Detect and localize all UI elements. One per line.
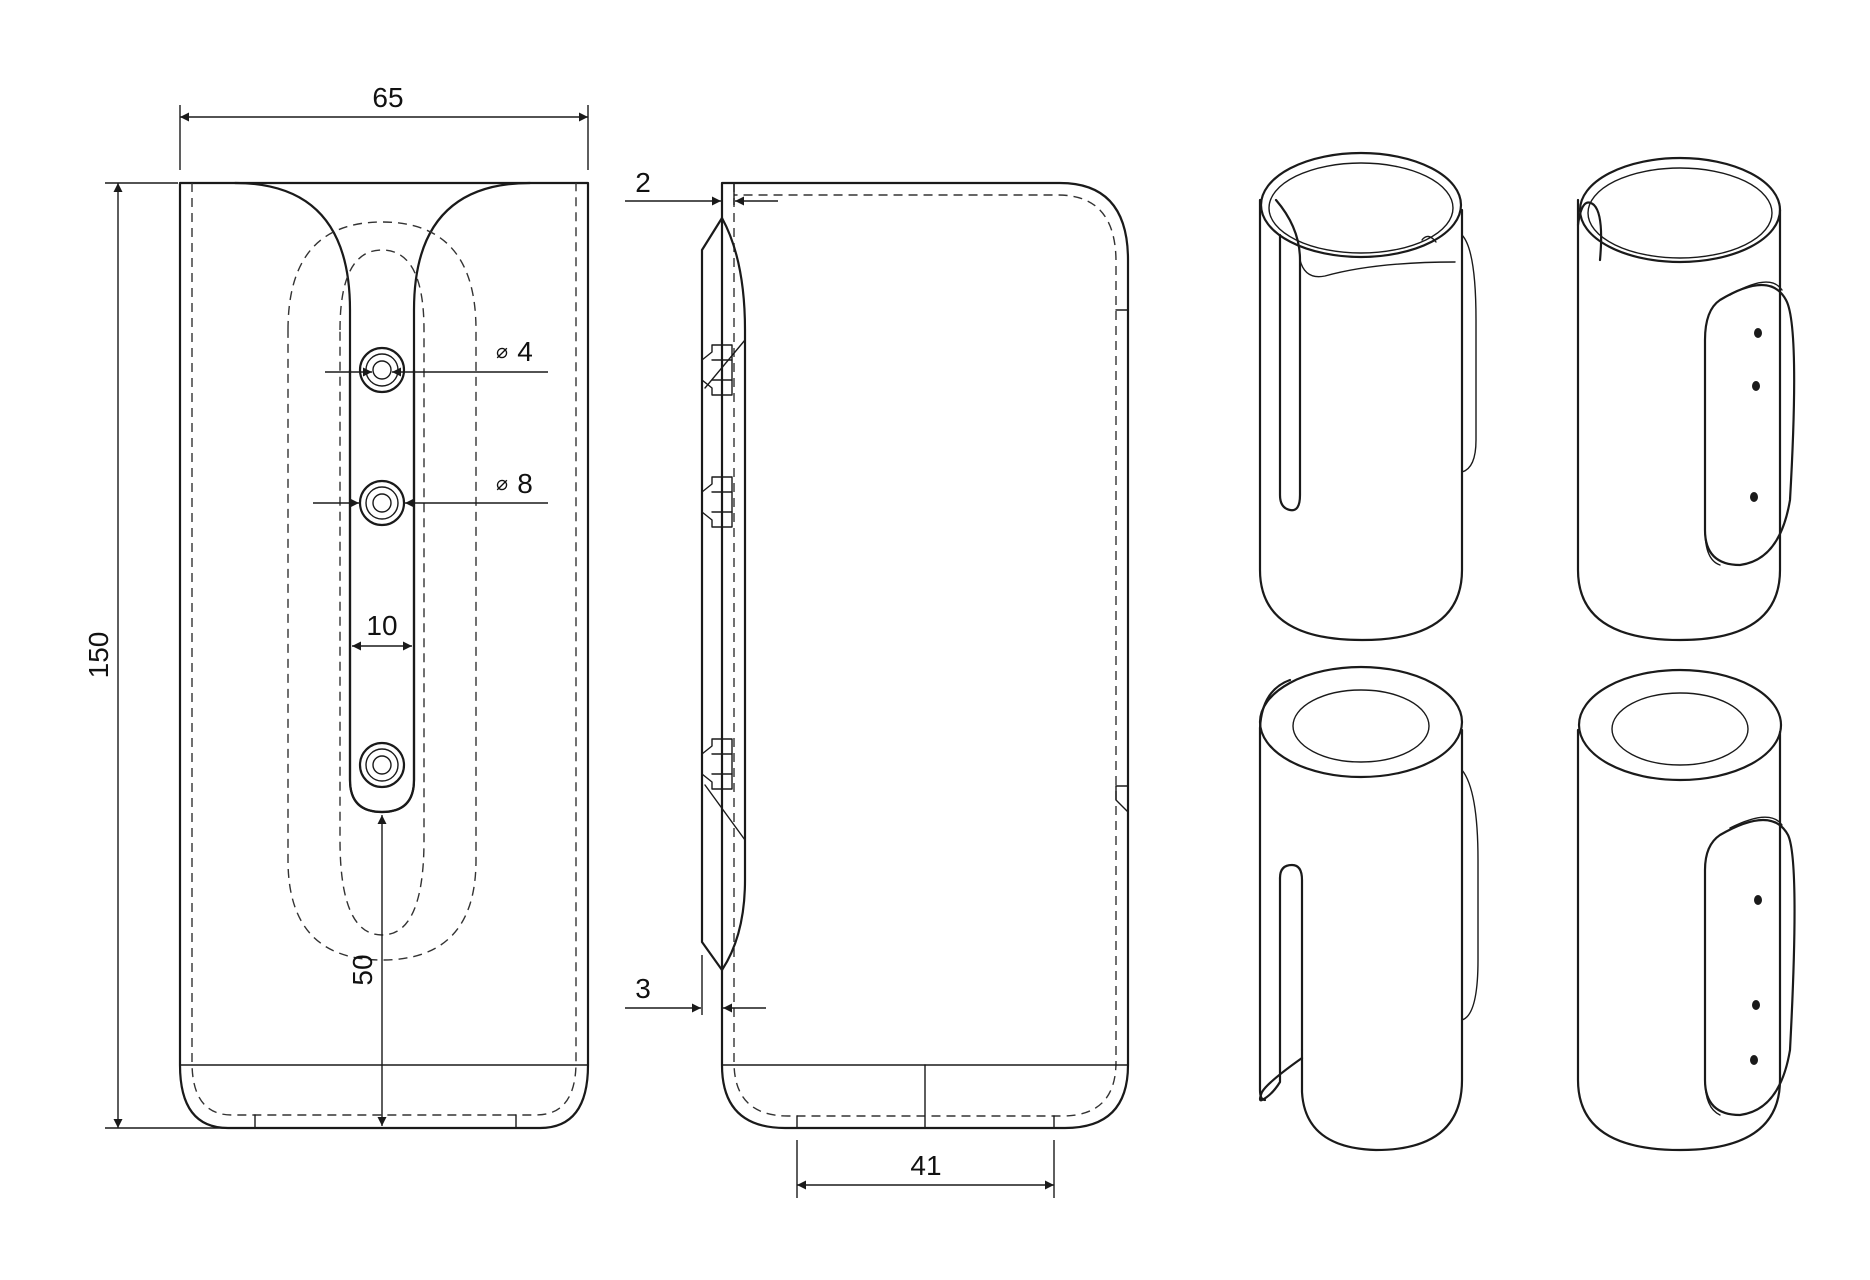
front-hidden-slot-outer — [287, 221, 477, 961]
dim-wall-thickness-2: 2 — [625, 167, 778, 206]
front-hole-3 — [358, 741, 406, 789]
dim-width-65: 65 — [179, 82, 589, 170]
front-view: 65 150 10 ⌀ 4 ⌀ 8 — [83, 82, 590, 1130]
side-screw-1 — [701, 339, 746, 396]
iso2-hole-3 — [1750, 492, 1758, 502]
iso-view-3 — [1258, 665, 1479, 1152]
dim-plate-thickness-label: 3 — [635, 973, 651, 1004]
front-mounting-strip — [348, 368, 416, 814]
dim-wall-thickness-label: 2 — [635, 167, 651, 198]
iso-view-2 — [1576, 156, 1796, 642]
iso-view-1 — [1258, 151, 1477, 642]
dim-depth-label: 41 — [910, 1150, 941, 1181]
dim-slot-width-10: 10 — [352, 610, 412, 651]
front-wall-hidden — [191, 183, 577, 1116]
dim-width-label: 65 — [372, 82, 403, 113]
dim-hole-small-value: 4 — [517, 336, 533, 367]
dim-hole-large-symbol: ⌀ — [496, 473, 508, 495]
front-hole-2 — [358, 479, 406, 527]
dim-depth-41: 41 — [796, 1140, 1055, 1198]
iso-view-4 — [1576, 668, 1796, 1152]
side-mounting-plate — [700, 216, 747, 972]
dim-height-150: 150 — [83, 182, 225, 1129]
dim-slot-to-bottom-label: 50 — [347, 954, 378, 985]
side-outline — [720, 181, 1130, 1130]
iso4-hole-3 — [1750, 1055, 1758, 1065]
side-wall-hidden — [733, 183, 1117, 1117]
dim-plate-thickness-3: 3 — [625, 955, 766, 1015]
iso4-hole-2 — [1752, 1000, 1760, 1010]
side-screw-3 — [701, 738, 746, 841]
front-hidden-slot-inner — [339, 249, 425, 936]
front-hole-1 — [358, 346, 406, 394]
dim-height-label: 150 — [83, 632, 114, 679]
side-screw-2 — [701, 476, 733, 528]
iso4-hole-1 — [1754, 895, 1762, 905]
dim-slot-width-label: 10 — [366, 610, 397, 641]
iso2-hole-1 — [1754, 328, 1762, 338]
dim-hole-large-value: 8 — [517, 468, 533, 499]
side-notch-step — [1115, 785, 1129, 813]
dim-hole-small: ⌀ 4 — [325, 336, 548, 377]
dim-hole-large: ⌀ 8 — [313, 468, 548, 508]
dim-slot-to-bottom-50: 50 — [347, 815, 387, 1126]
dim-hole-small-symbol: ⌀ — [496, 341, 508, 363]
front-outline — [178, 181, 590, 1130]
iso2-hole-2 — [1752, 381, 1760, 391]
front-top-cutout — [233, 181, 532, 814]
side-view: 2 3 41 — [625, 167, 1130, 1198]
